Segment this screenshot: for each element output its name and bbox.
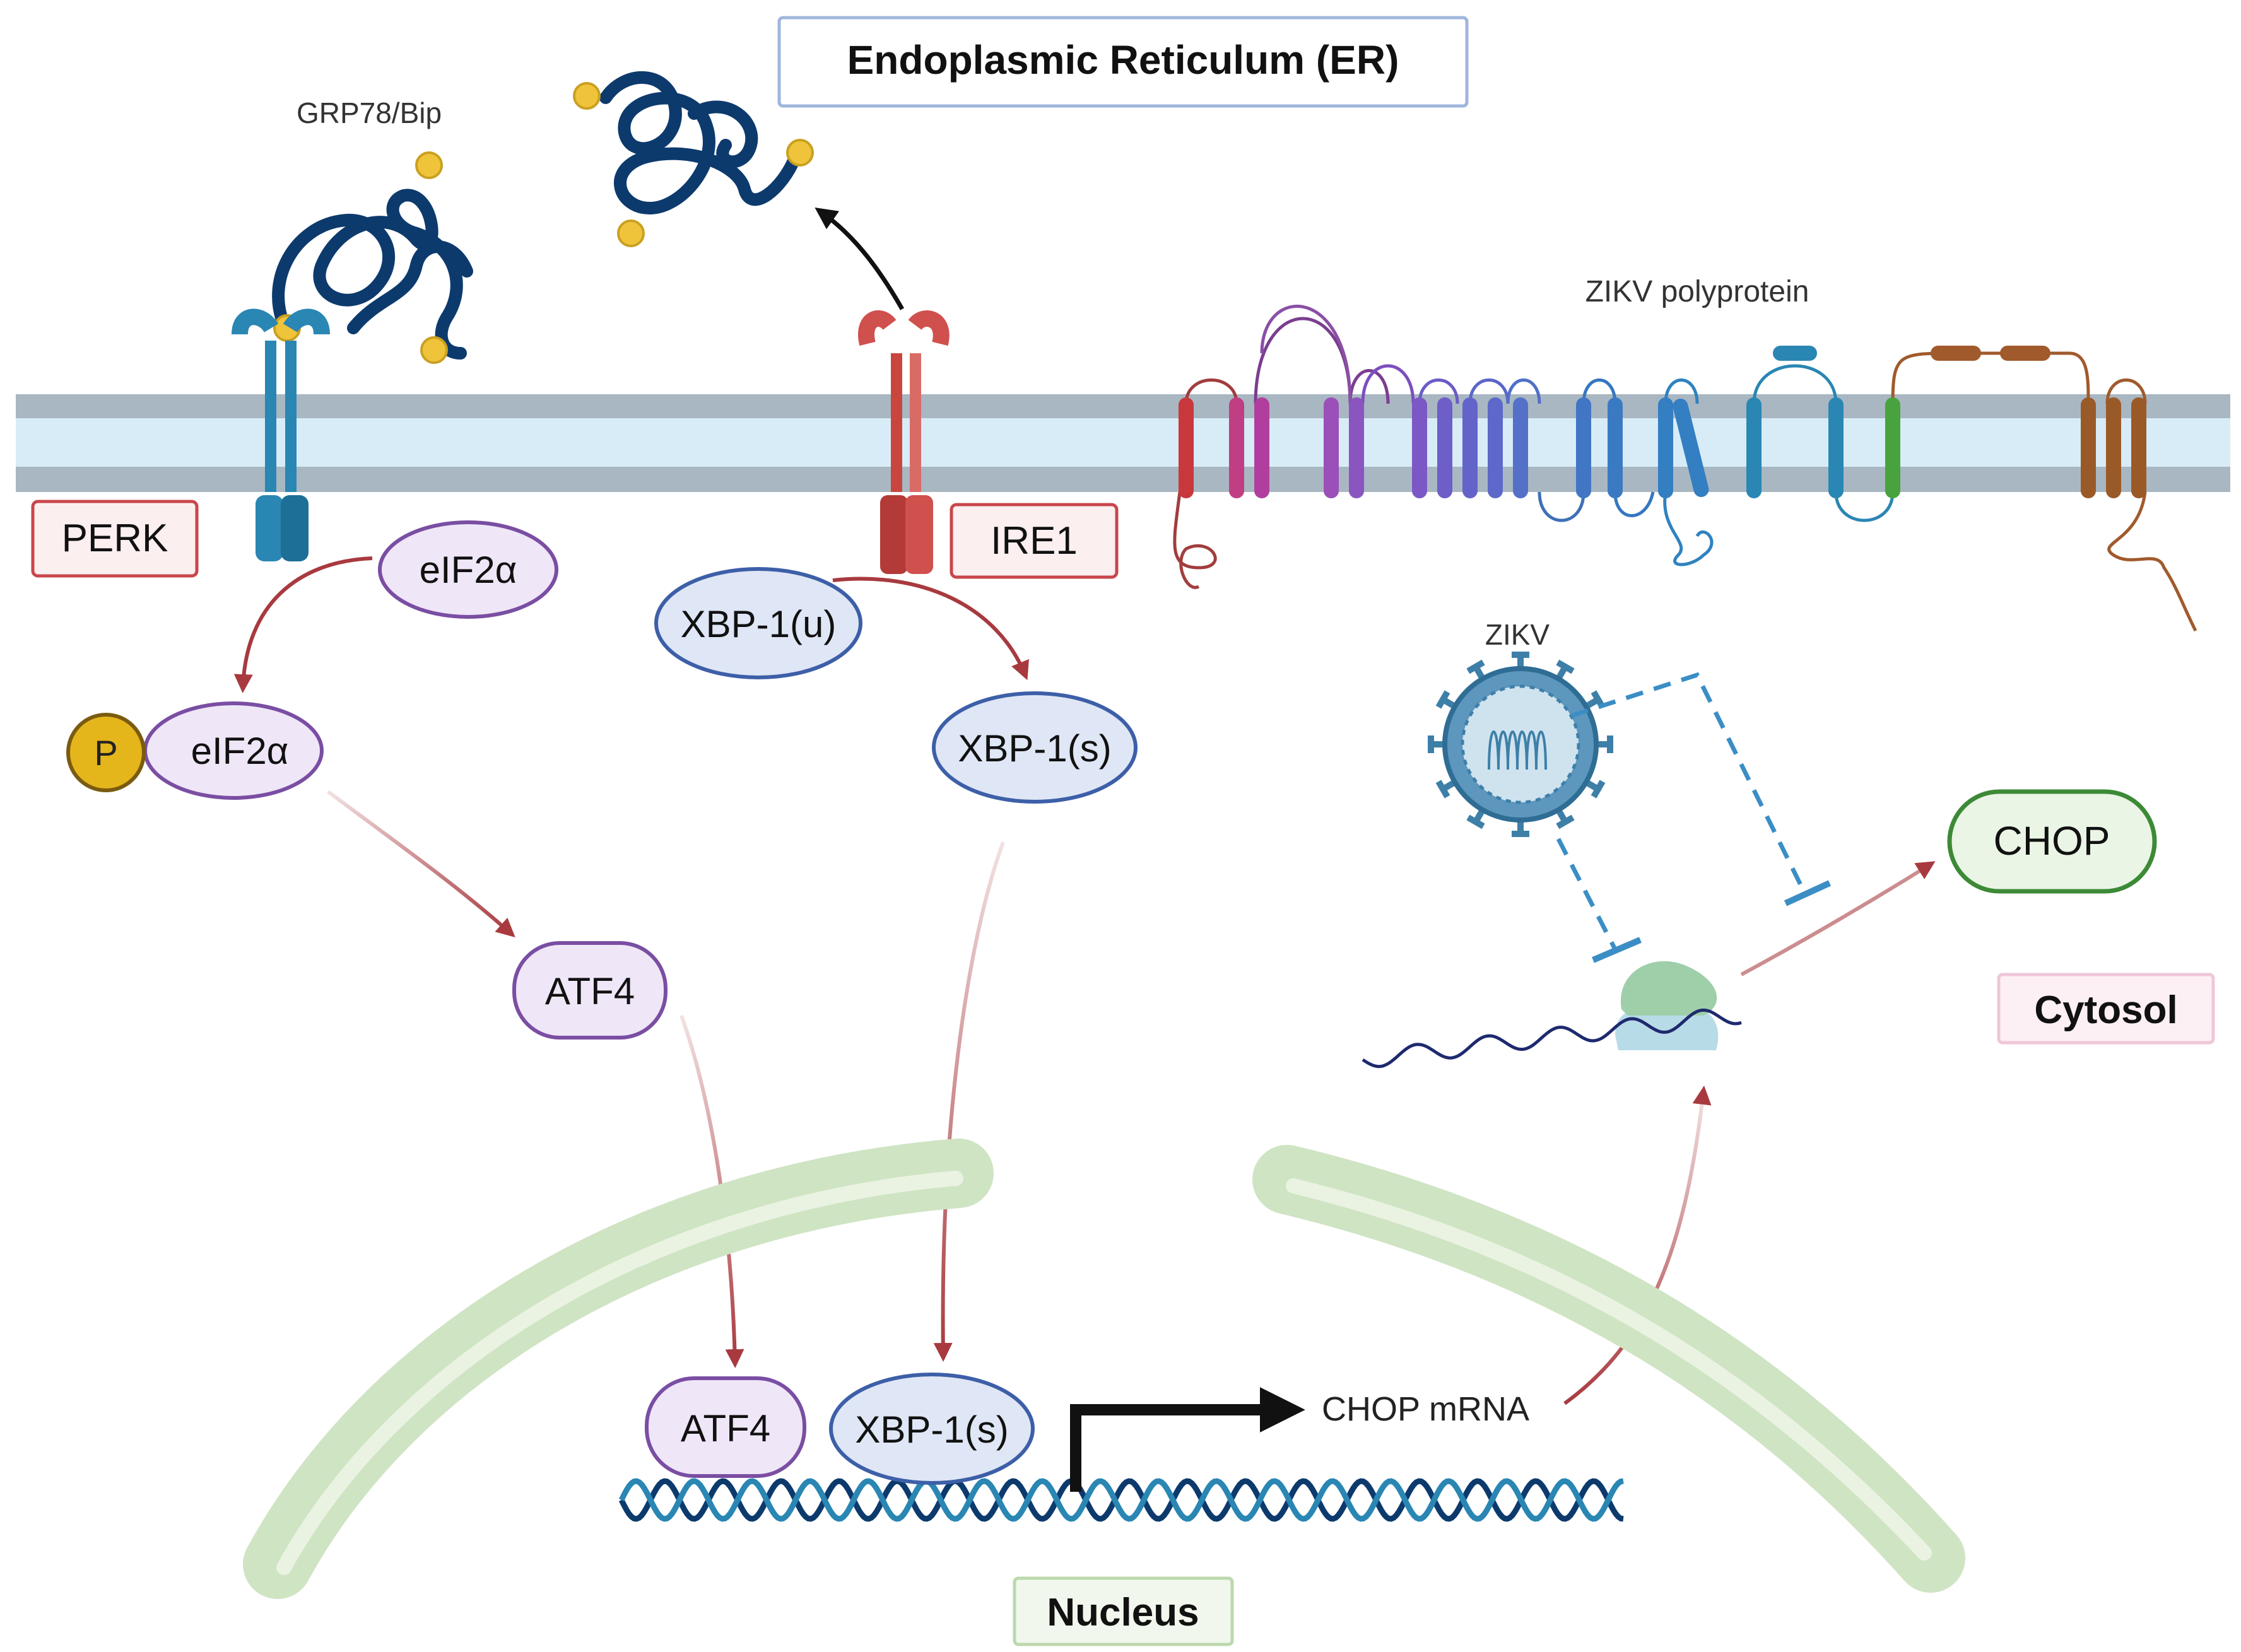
er-title-box: Endoplasmic Reticulum (ER) (777, 16, 1469, 108)
zikv-polyprotein-icon (1173, 304, 2197, 632)
arrow-xbp1s-nucleus (933, 841, 1005, 1362)
xbp1s-nucleus-node: XBP-1(s) (829, 1373, 1035, 1485)
perk-label-box: PERK (31, 500, 199, 578)
inhibition-bars (1592, 880, 1832, 963)
mrna-strand (1362, 1008, 1742, 1069)
chop-label: CHOP (1994, 818, 2110, 864)
grp78-label: GRP78/Bip (297, 97, 442, 129)
xbp1s-cytosol-node: XBP-1(s) (932, 691, 1138, 804)
transcription-arrow (1070, 1387, 1305, 1492)
arrow-translation-chop (1740, 861, 1936, 976)
nucleus-label: Nucleus (1047, 1591, 1199, 1634)
zikv-polyprotein-label: ZIKV polyprotein (1585, 275, 1809, 308)
ire1-label: IRE1 (991, 519, 1078, 563)
release-arrow (815, 207, 905, 310)
chop-node: CHOP (1947, 789, 2157, 894)
grp78-bound-icon (272, 151, 473, 364)
arrow-ire1-xbp1s (832, 577, 1029, 681)
chop-mrna-label: CHOP mRNA (1322, 1390, 1529, 1428)
perk-receptor-icon (232, 308, 330, 561)
er-title: Endoplasmic Reticulum (ER) (847, 37, 1399, 83)
zikv-virion-icon (1428, 652, 1613, 837)
xbp1s-nucleus-label: XBP-1(s) (855, 1409, 1008, 1451)
atf4-nucleus-label: ATF4 (681, 1407, 770, 1450)
atf4-nucleus-node: ATF4 (645, 1376, 806, 1478)
dna-helix (618, 1478, 1624, 1522)
phospho-eif2a-node: eIF2α P (66, 701, 324, 800)
xbp1s-cytosol-label: XBP-1(s) (958, 727, 1111, 770)
eif2a-node: eIF2α (378, 520, 558, 619)
arrow-atf4-nucleus (679, 1014, 744, 1368)
arrow-eif2a-atf4 (327, 790, 515, 937)
xbp1u-label: XBP-1(u) (681, 603, 837, 645)
nuclear-envelope (243, 1139, 1965, 1599)
cytosol-label-box: Cytosol (1997, 973, 2215, 1045)
xbp1u-node: XBP-1(u) (654, 567, 862, 679)
phosphate-label: P (94, 733, 117, 773)
atf4-cytosol-label: ATF4 (545, 970, 635, 1012)
grp78-free-icon (573, 71, 814, 247)
perk-label: PERK (62, 517, 168, 560)
atf4-cytosol-node: ATF4 (512, 941, 668, 1040)
er-membrane (16, 394, 2230, 492)
ire1-label-box: IRE1 (950, 503, 1119, 579)
nucleus-label-box: Nucleus (1013, 1576, 1234, 1646)
cytosol-label: Cytosol (2034, 988, 2177, 1032)
pathway-arrows (233, 556, 1936, 1405)
phospho-eif2a-label: eIF2α (191, 730, 289, 772)
zikv-label: ZIKV (1485, 618, 1550, 651)
arrow-mrna-translation (1563, 1086, 1712, 1405)
phosphate-badge (66, 713, 146, 792)
zikv-inhibition-lines (1556, 672, 1807, 951)
arrow-perk-eif2a (233, 556, 373, 693)
ire1-receptor-icon (858, 310, 950, 574)
ribosome-icon (1615, 961, 1719, 1050)
eif2a-label: eIF2α (420, 549, 517, 591)
zikv-polyprotein-helices (1179, 346, 2146, 498)
